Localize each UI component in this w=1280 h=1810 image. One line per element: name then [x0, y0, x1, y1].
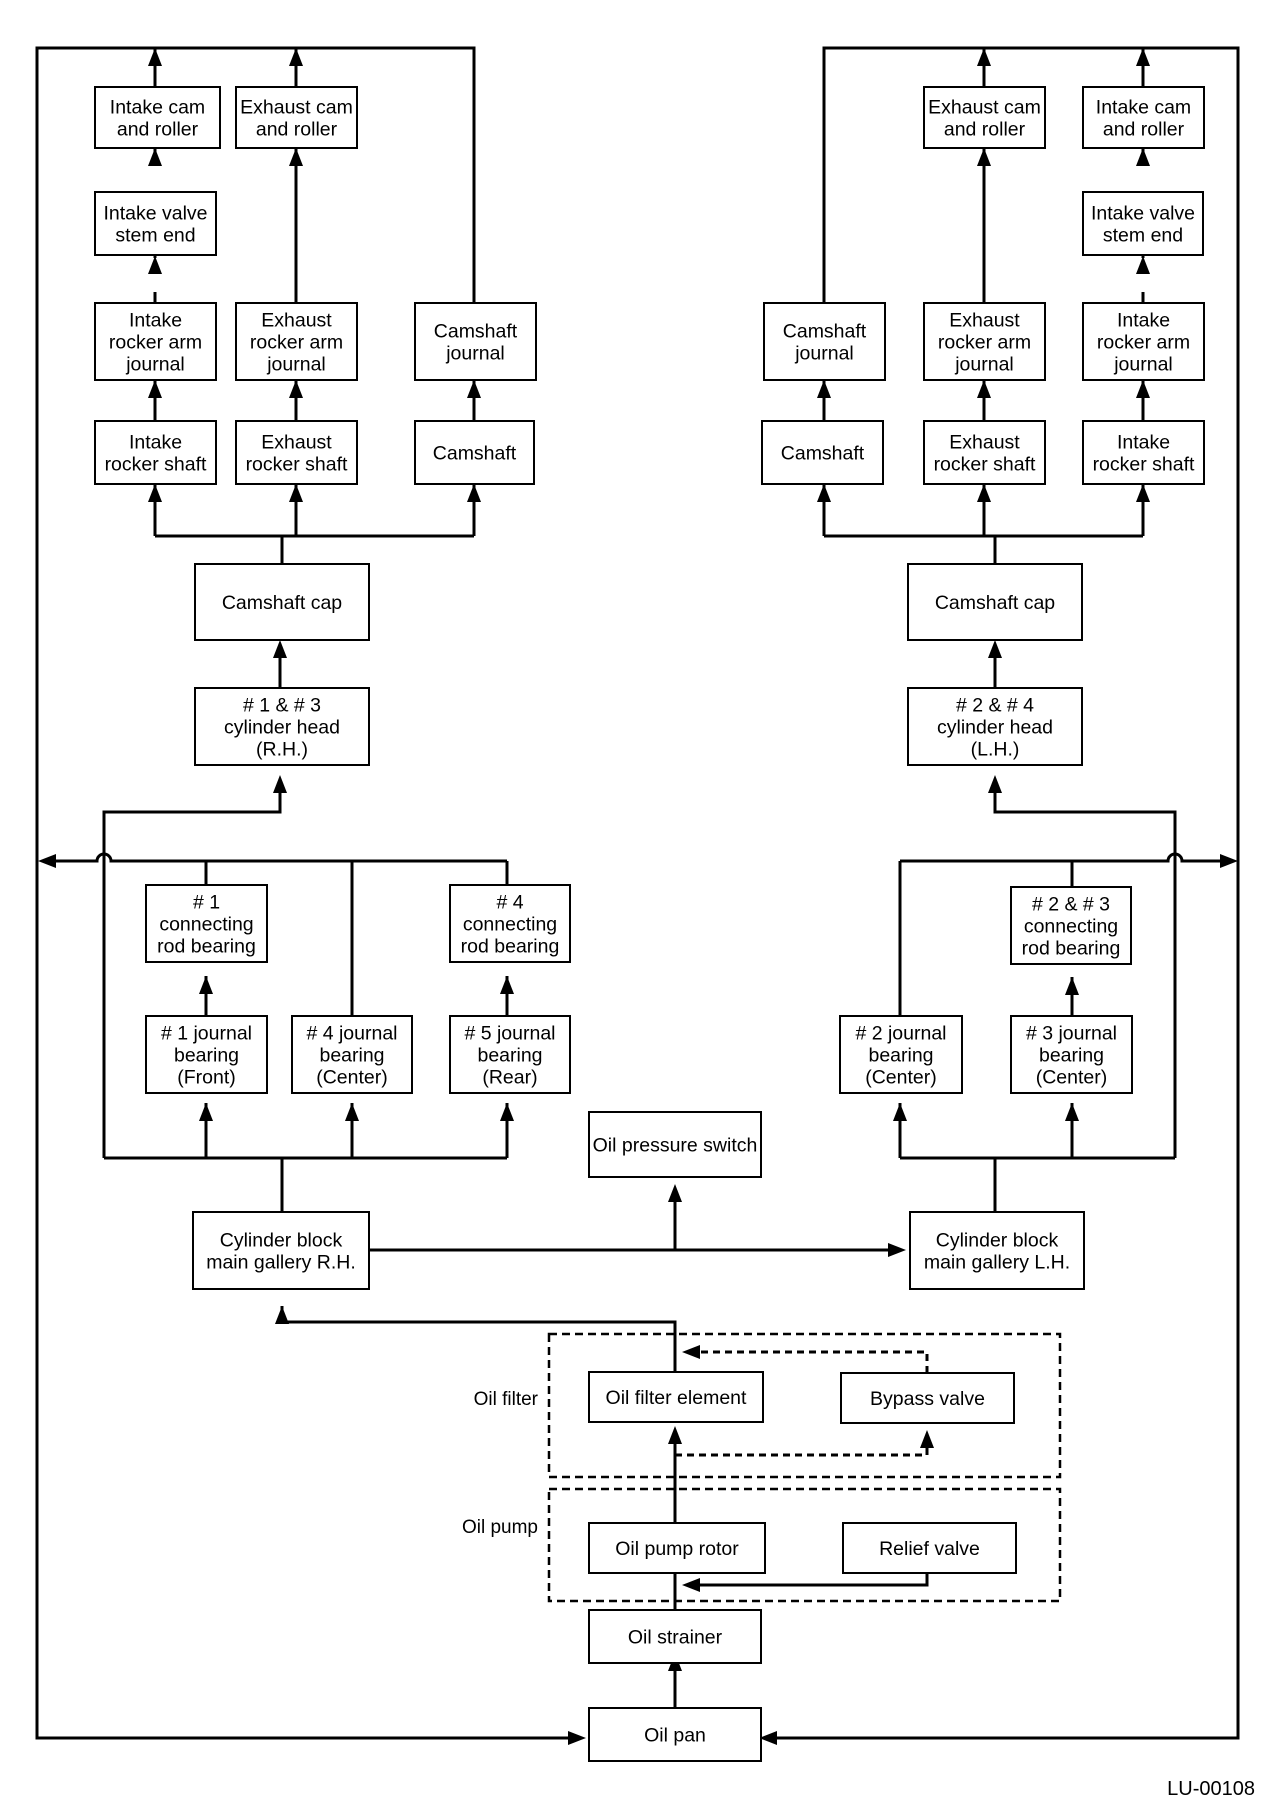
outer-left-loop-line — [35, 46, 569, 1740]
oil-filter-group — [547, 1332, 1062, 1479]
oil-pressure-switch-box: Oil pressure switch — [588, 1111, 762, 1178]
rh-crossover-line — [48, 852, 507, 863]
rh-camshaft-box: Camshaft — [414, 420, 535, 485]
lh-camshaft-label: Camshaft — [781, 443, 865, 465]
lh-camshaft-cap-box: Camshaft cap — [907, 563, 1083, 641]
oil-pump-group — [547, 1487, 1062, 1603]
oil-strainer-box: Oil strainer — [588, 1609, 762, 1664]
relief-valve-label: Relief valve — [879, 1538, 980, 1560]
rh-head-feed-line — [102, 785, 282, 861]
oil-pan-label: Oil pan — [644, 1725, 706, 1747]
lh-head-feed-line — [993, 785, 1177, 861]
oil-filter-element-box: Oil filter element — [588, 1371, 764, 1423]
oil-pump-label: Oil pump — [462, 1517, 538, 1538]
oil-pressure-switch-label: Oil pressure switch — [593, 1135, 758, 1157]
bypass-upper-line — [688, 1350, 929, 1373]
oil-pan-box: Oil pan — [588, 1707, 762, 1762]
oil-filter-element-label: Oil filter element — [606, 1387, 747, 1409]
oil-strainer-label: Oil strainer — [628, 1627, 723, 1649]
lh-camshaft-box: Camshaft — [761, 420, 884, 485]
rh-camshaft-cap-box: Camshaft cap — [194, 563, 370, 641]
figure-code: LU-00108 — [1167, 1778, 1255, 1800]
bypass-valve-box: Bypass valve — [840, 1372, 1015, 1424]
oil-pump-rotor-box: Oil pump rotor — [588, 1522, 766, 1574]
bypass-lower-line — [675, 1440, 929, 1457]
oil-filter-label: Oil filter — [474, 1389, 539, 1410]
rh-camshaft-label: Camshaft — [433, 443, 517, 465]
lh-camshaft-cap-label: Camshaft cap — [935, 592, 1055, 614]
oil-pump-rotor-label: Oil pump rotor — [615, 1538, 739, 1560]
lh-crossover-line — [900, 852, 1228, 863]
filter-to-gallery-line — [280, 1306, 677, 1372]
relief-valve-box: Relief valve — [842, 1522, 1017, 1574]
outer-right-loop-line — [775, 46, 1240, 1740]
bypass-valve-label: Bypass valve — [870, 1388, 985, 1410]
rh-camshaft-cap-label: Camshaft cap — [222, 592, 342, 614]
